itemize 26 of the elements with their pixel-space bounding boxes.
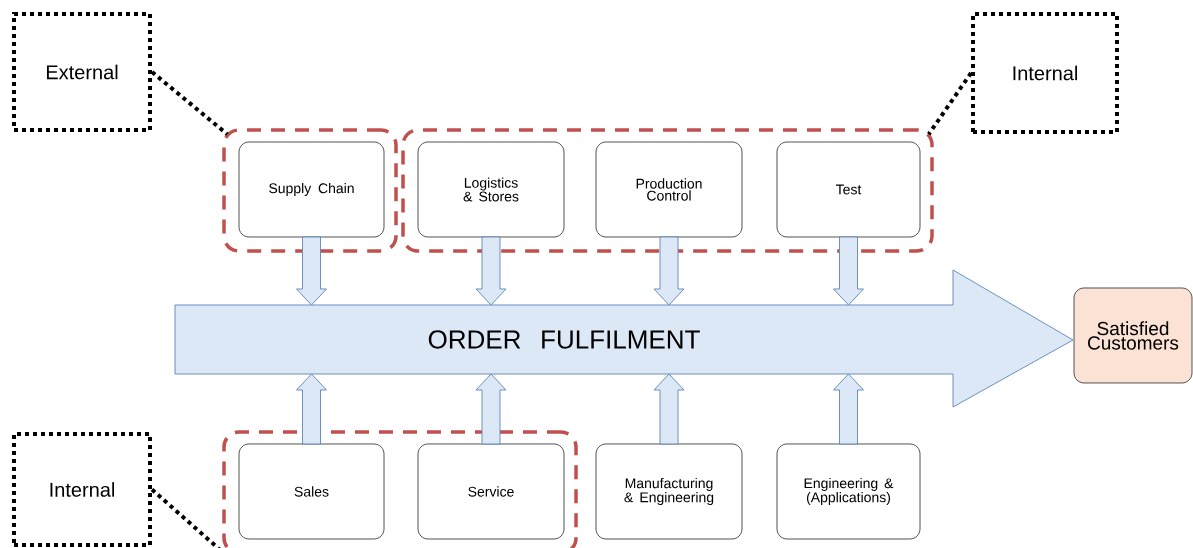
block-arrow	[296, 373, 327, 445]
block-arrow	[653, 236, 685, 306]
callout-box: External	[12, 12, 152, 132]
group-outline	[401, 128, 934, 253]
process-band: ORDER FULFILMENT	[174, 269, 1074, 408]
block-arrow	[475, 373, 507, 445]
process-box: Engineering & (Applications)	[776, 443, 921, 540]
process-box: Manufacturing & Engineering	[595, 443, 743, 540]
callout-box: Internal	[12, 432, 152, 547]
process-box: Supply Chain	[238, 141, 385, 238]
process-box: Test	[776, 141, 921, 238]
group-outline	[222, 430, 578, 548]
leader-line	[927, 71, 973, 136]
block-arrow	[653, 373, 685, 445]
block-arrow	[296, 236, 327, 306]
block-arrow	[833, 373, 864, 445]
leader-line	[150, 70, 229, 136]
group-outline	[222, 128, 398, 253]
callout-box: Internal	[971, 12, 1119, 134]
block-arrow	[475, 236, 507, 306]
process-box: Sales	[238, 443, 385, 540]
process-box: Logistics & Stores	[417, 141, 565, 238]
result-box: Satisfied Customers	[1073, 287, 1193, 384]
process-box: Production Control	[595, 141, 743, 238]
process-box: Service	[417, 443, 565, 540]
block-arrow	[833, 236, 864, 306]
